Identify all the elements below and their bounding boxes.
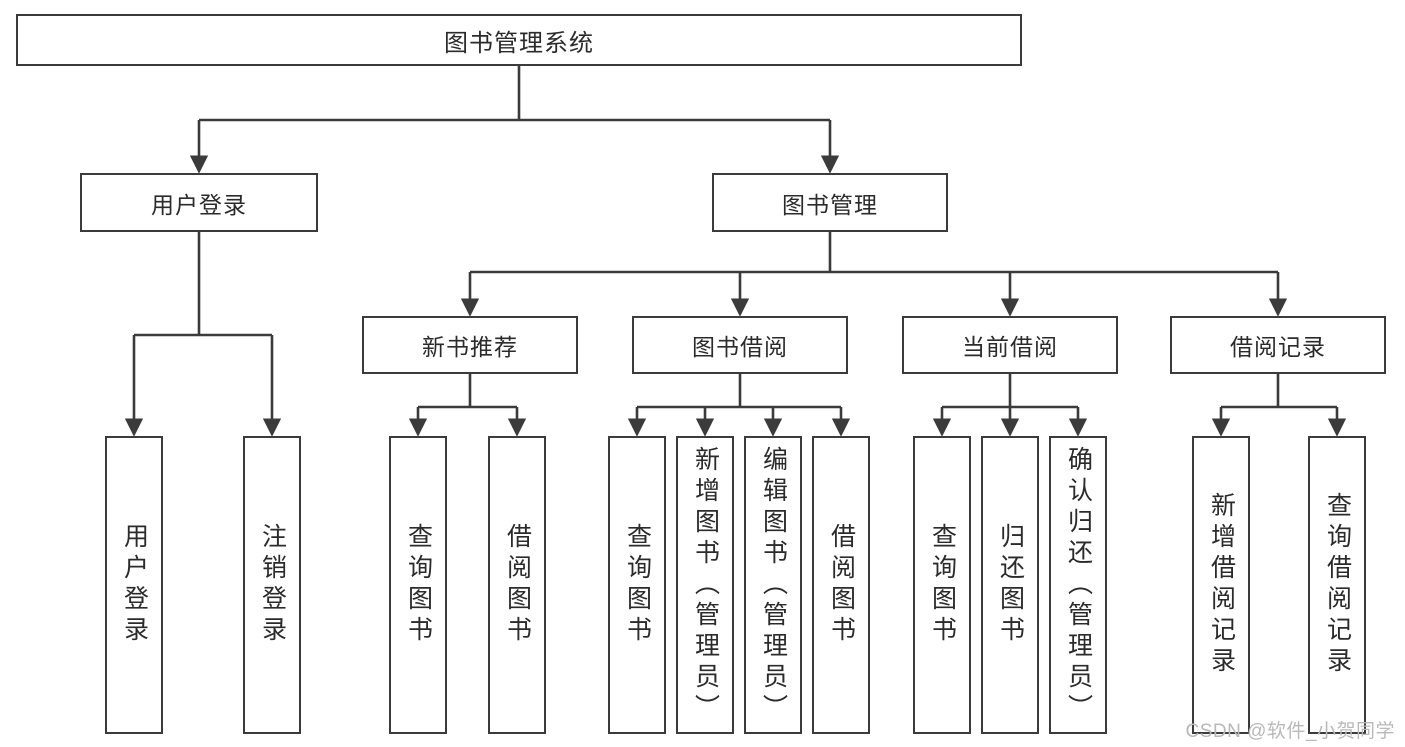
node-borrow-record[interactable]: 借阅记录 [1170, 316, 1386, 374]
node-leaf-borrow-book-1[interactable]: 借阅图书 [488, 436, 546, 734]
node-label: 当前借阅 [962, 334, 1058, 360]
node-book-manage[interactable]: 图书管理 [712, 173, 948, 232]
node-leaf-return-book[interactable]: 归还图书 [981, 436, 1039, 734]
node-leaf-query-book-2[interactable]: 查询图书 [608, 436, 666, 734]
node-root-system[interactable]: 图书管理系统 [16, 14, 1022, 66]
node-label: 借阅图书 [827, 523, 856, 647]
node-label: 图书管理系统 [444, 29, 594, 57]
node-leaf-add-record[interactable]: 新增借阅记录 [1192, 436, 1250, 734]
node-user-login[interactable]: 用户登录 [80, 173, 318, 232]
node-book-borrow[interactable]: 图书借阅 [632, 316, 848, 374]
node-label: 新书推荐 [422, 334, 518, 360]
node-label: 用户登录 [120, 523, 149, 647]
node-leaf-query-book-3[interactable]: 查询图书 [913, 436, 971, 734]
node-label: 归还图书 [996, 523, 1025, 647]
node-leaf-user-login[interactable]: 用户登录 [105, 436, 163, 734]
node-leaf-confirm-return[interactable]: 确认归还（管理员） [1049, 436, 1107, 734]
node-label: 新增借阅记录 [1207, 492, 1236, 678]
node-leaf-edit-book[interactable]: 编辑图书（管理员） [744, 436, 802, 734]
node-label: 图书借阅 [692, 334, 788, 360]
node-new-book-recommend[interactable]: 新书推荐 [362, 316, 578, 374]
node-label: 借阅图书 [503, 523, 532, 647]
node-current-borrow[interactable]: 当前借阅 [902, 316, 1118, 374]
node-leaf-add-book[interactable]: 新增图书（管理员） [676, 436, 734, 734]
node-leaf-borrow-book-2[interactable]: 借阅图书 [812, 436, 870, 734]
node-label: 查询图书 [928, 523, 957, 647]
node-leaf-query-record[interactable]: 查询借阅记录 [1308, 436, 1366, 734]
node-label: 图书管理 [782, 191, 878, 218]
node-leaf-logout[interactable]: 注销登录 [243, 436, 301, 734]
node-label: 查询图书 [404, 523, 433, 647]
node-label: 查询图书 [623, 523, 652, 647]
node-leaf-query-book-1[interactable]: 查询图书 [389, 436, 447, 734]
node-label: 确认归还（管理员） [1064, 445, 1093, 725]
node-label: 用户登录 [151, 191, 247, 218]
watermark-text: CSDN @软件_小贺同学 [1185, 721, 1395, 742]
node-label: 借阅记录 [1230, 334, 1326, 360]
node-label: 查询借阅记录 [1323, 492, 1352, 678]
node-label: 注销登录 [258, 523, 287, 647]
node-label: 新增图书（管理员） [691, 445, 720, 725]
node-label: 编辑图书（管理员） [759, 445, 788, 725]
